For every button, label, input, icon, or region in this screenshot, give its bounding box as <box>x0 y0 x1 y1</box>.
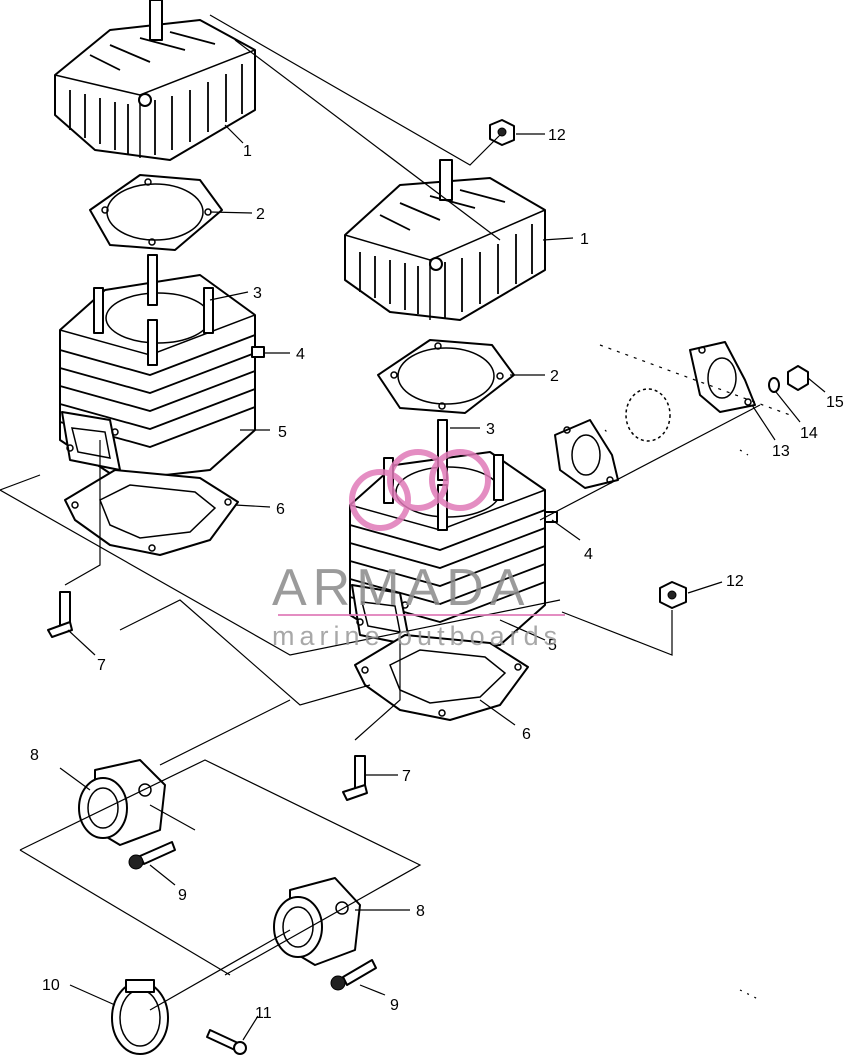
callout-6-left: 6 <box>276 501 285 518</box>
fitting-left <box>47 591 73 638</box>
head-gasket-right <box>377 339 515 414</box>
callout-8-right: 8 <box>416 903 425 920</box>
base-gasket-right <box>354 634 529 721</box>
watermark-title: ARMADA <box>272 559 530 617</box>
callout-9-left: 9 <box>178 887 187 904</box>
callout-numbers: 1 2 3 4 5 6 7 8 9 10 11 12 1 2 3 4 5 6 7… <box>30 127 844 1022</box>
clamp-screw <box>206 1029 247 1055</box>
bolt-left <box>128 841 176 870</box>
callout-12-lower: 12 <box>726 573 744 590</box>
callout-4-right: 4 <box>584 546 593 563</box>
watermark-subtitle: marine outboards <box>272 621 562 651</box>
callout-3-left: 3 <box>253 285 262 302</box>
callout-3-right: 3 <box>486 421 495 438</box>
callout-12-top: 12 <box>548 127 566 144</box>
callout-15: 15 <box>826 394 844 411</box>
exhaust-flange <box>689 341 756 413</box>
nut-lower <box>659 581 687 609</box>
base-gasket-left <box>64 469 239 556</box>
callout-2-left: 2 <box>256 206 265 223</box>
callout-leaders <box>59 124 826 1041</box>
fitting-right <box>342 755 368 801</box>
exhaust-gasket <box>554 419 619 489</box>
callout-11: 11 <box>255 1005 272 1022</box>
washer <box>768 377 780 393</box>
assembly-lines <box>0 14 791 1011</box>
callout-7-right: 7 <box>402 768 411 785</box>
watermark: ARMADA marine outboards <box>272 449 565 651</box>
head-gasket-left <box>89 174 223 251</box>
callout-9-right: 9 <box>390 997 399 1014</box>
bolt-right <box>330 959 377 991</box>
callout-1-left: 1 <box>243 143 252 160</box>
watermark-logo-icon <box>349 449 491 531</box>
intake-flange-right <box>273 877 361 966</box>
exhaust-gasket-thin <box>625 388 671 442</box>
callout-2-right: 2 <box>550 368 559 385</box>
nut-exhaust <box>787 365 809 391</box>
callout-1-right: 1 <box>580 231 589 248</box>
intake-flange-left <box>78 759 166 846</box>
callout-5-left: 5 <box>278 424 287 441</box>
callout-13: 13 <box>772 443 790 460</box>
cylinder-left <box>59 254 265 481</box>
cylinder-head-left <box>54 0 256 161</box>
callout-4-left: 4 <box>296 346 305 363</box>
callout-14: 14 <box>800 425 818 442</box>
cylinder-head-right <box>344 159 546 321</box>
callout-8-left: 8 <box>30 747 39 764</box>
hose-clamp <box>111 979 169 1055</box>
callout-7-left: 7 <box>97 657 106 674</box>
callout-10: 10 <box>42 977 60 994</box>
callout-6-right: 6 <box>522 726 531 743</box>
callout-5-right: 5 <box>548 637 557 654</box>
